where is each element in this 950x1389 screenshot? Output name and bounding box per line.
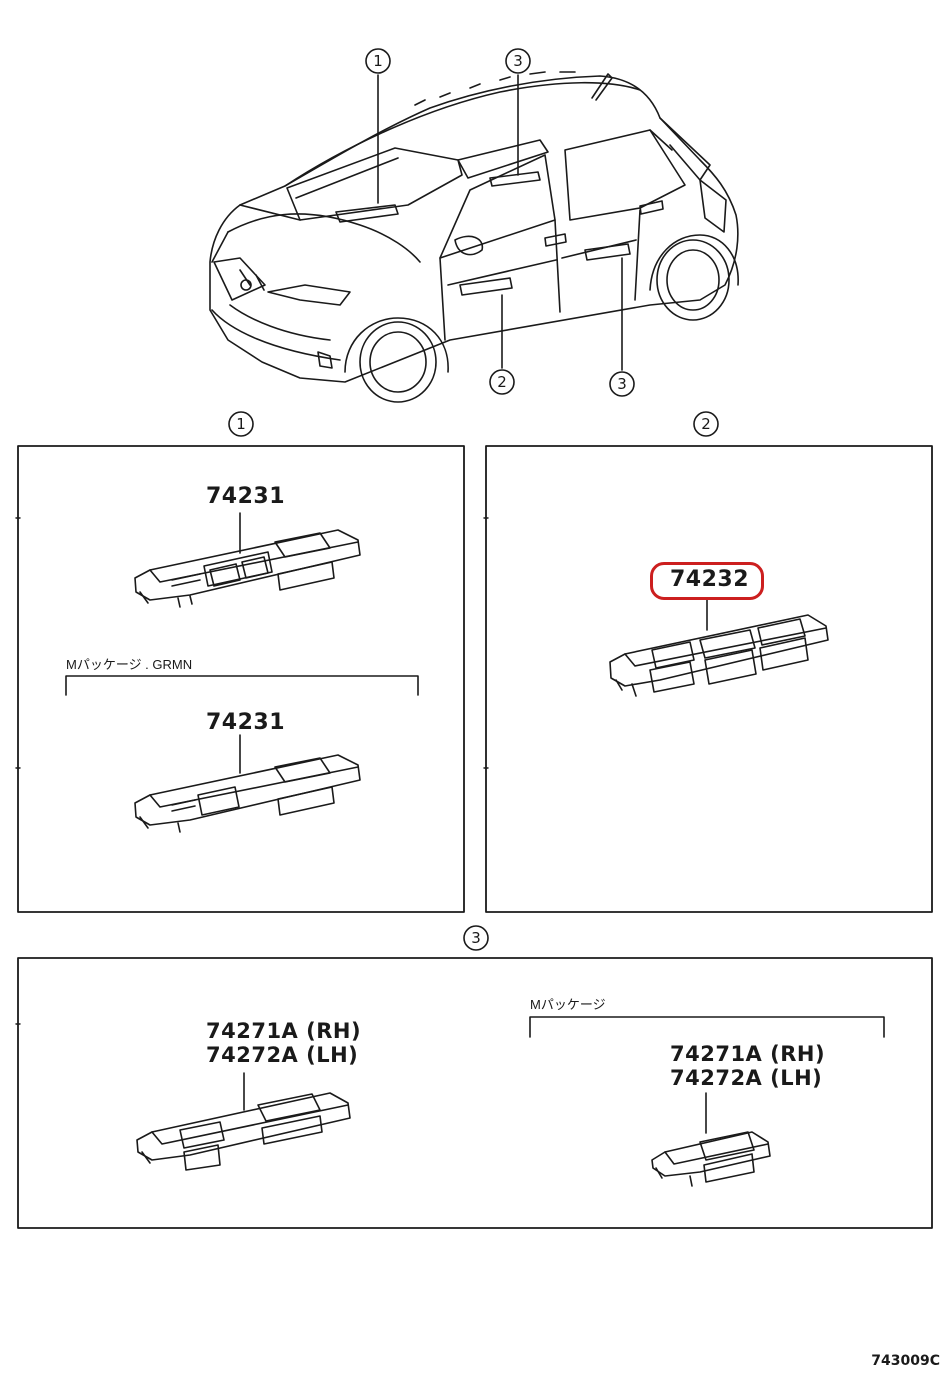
panel-1-note-bracket — [65, 675, 419, 696]
switch-74271A-right — [651, 1092, 771, 1187]
part-number-74271A-rh-right: 74271A (RH) — [670, 1042, 826, 1066]
callout-3-car-bottom: 3 — [617, 375, 627, 393]
part-number-highlight — [650, 562, 764, 600]
variant-note-m-package: Mパッケージ — [530, 997, 606, 1012]
callout-1-car: 1 — [373, 52, 383, 70]
callout-2-car: 2 — [497, 373, 507, 391]
variant-note-m-package-grmn: Mパッケージ . GRMN — [66, 657, 193, 672]
part-number-74272A-lh-right: 74272A (LH) — [670, 1066, 823, 1090]
panel-3-note-bracket — [529, 1016, 885, 1038]
part-number-74231-top: 74231 — [206, 484, 286, 509]
switch-74231-bottom — [134, 734, 361, 833]
switch-74271A-left — [136, 1072, 351, 1171]
panel-1-frame — [17, 445, 465, 913]
switch-74231-top — [134, 512, 361, 608]
switch-74232 — [609, 597, 829, 697]
callout-2-panel: 2 — [701, 415, 711, 433]
callout-3-car-top: 3 — [513, 52, 523, 70]
illustration-code: 743009C — [871, 1353, 940, 1369]
callout-3-panel: 3 — [471, 929, 481, 947]
part-number-74231-bottom: 74231 — [206, 710, 286, 735]
part-number-74271A-rh-left: 74271A (RH) — [206, 1019, 362, 1043]
part-number-74232: 74232 — [670, 567, 750, 592]
panel-2-frame — [485, 445, 933, 913]
part-number-74272A-lh-left: 74272A (LH) — [206, 1043, 359, 1067]
callout-1-panel: 1 — [236, 415, 246, 433]
panel-3-frame — [17, 957, 933, 1229]
car-illustration — [209, 71, 739, 403]
